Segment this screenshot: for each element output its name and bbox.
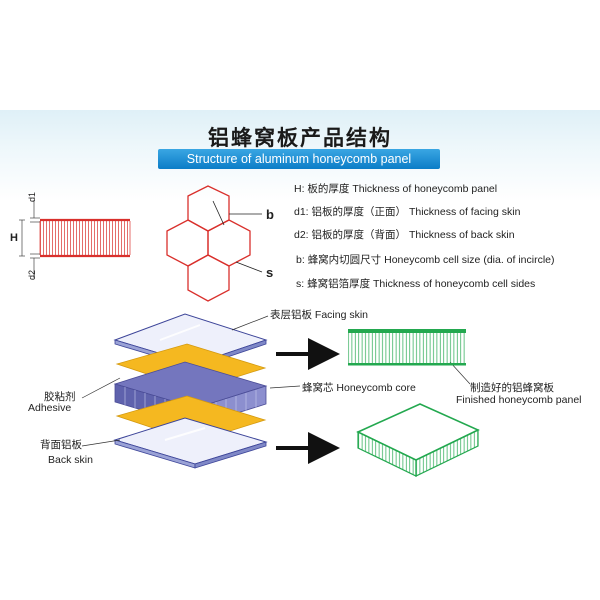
label-en: Honeycomb core	[336, 382, 416, 394]
honeycomb-hexagons	[166, 185, 251, 302]
label-adhesive-en: Adhesive	[28, 402, 72, 414]
legend-cn: 蜂窝铝箔厚度	[307, 278, 371, 290]
label-h: H	[10, 232, 18, 244]
legend-key: b:	[296, 254, 305, 266]
title-chinese: 铝蜂窝板产品结构	[208, 127, 392, 150]
legend-cn: 铝板的厚度（正面）	[311, 206, 407, 218]
dimension-lines	[19, 200, 40, 278]
hexagon-4	[187, 254, 230, 302]
label-back-skin-en: Back skin	[48, 454, 93, 466]
legend-cn: 蜂窝内切圆尺寸	[307, 254, 382, 266]
leader-lines	[81, 315, 471, 447]
label-s: s	[266, 265, 274, 280]
panel-cross-section	[39, 218, 131, 258]
legend-cn: 铝板的厚度（背面）	[311, 229, 407, 241]
label-adhesive-cn: 胶粘剂	[44, 391, 76, 403]
label-finished-cn: 制造好的铝蜂窝板	[470, 382, 554, 394]
title-english-bar: Structure of aluminum honeycomb panel	[158, 149, 440, 169]
label-finished-en: Finished honeycomb panel	[456, 394, 582, 406]
label-d2: d2	[27, 269, 37, 280]
legend-item-d2: d2: 铝板的厚度（背面） Thickness of back skin	[294, 227, 515, 242]
legend-item-d1: d1: 铝板的厚度（正面） Thickness of facing skin	[294, 204, 520, 219]
legend-key: d2:	[294, 229, 309, 241]
legend-item-h: H: 板的厚度 Thickness of honeycomb panel	[294, 181, 497, 196]
hexagon-3	[207, 219, 251, 267]
legend-key: d1:	[294, 206, 309, 218]
finished-panel-3d	[356, 403, 480, 477]
label-honeycomb-core: 蜂窝芯 Honeycomb core	[302, 380, 416, 395]
legend-en: Thickness of honeycomb panel	[352, 183, 498, 195]
dimension-s-marker	[235, 261, 263, 273]
label-d1: d1	[27, 191, 37, 202]
hexagon-1	[187, 185, 230, 232]
legend-en: Thickness of honeycomb cell sides	[373, 278, 536, 290]
legend-en: Thickness of facing skin	[408, 206, 521, 218]
legend-key: H:	[294, 183, 305, 195]
label-en: Facing skin	[314, 309, 369, 321]
label-back-skin-cn: 背面铝板	[40, 439, 82, 451]
label-b: b	[266, 207, 274, 222]
label-facing-skin: 表层铝板 Facing skin	[270, 307, 368, 322]
label-cn: 表层铝板	[270, 309, 312, 321]
background-band	[0, 110, 600, 488]
dimension-b-marker	[212, 200, 262, 226]
legend-en: Thickness of back skin	[408, 229, 515, 241]
back-skin-sheet	[113, 417, 268, 469]
legend-item-s: s: 蜂窝铝箔厚度 Thickness of honeycomb cell si…	[296, 276, 535, 291]
legend-item-b: b: 蜂窝内切圆尺寸 Honeycomb cell size (dia. of …	[296, 252, 555, 267]
finished-cross-section	[348, 329, 466, 366]
label-cn: 蜂窝芯	[302, 382, 334, 394]
legend-en: Honeycomb cell size (dia. of incircle)	[384, 254, 555, 266]
legend-key: s:	[296, 278, 305, 290]
legend-cn: 板的厚度	[307, 183, 350, 195]
